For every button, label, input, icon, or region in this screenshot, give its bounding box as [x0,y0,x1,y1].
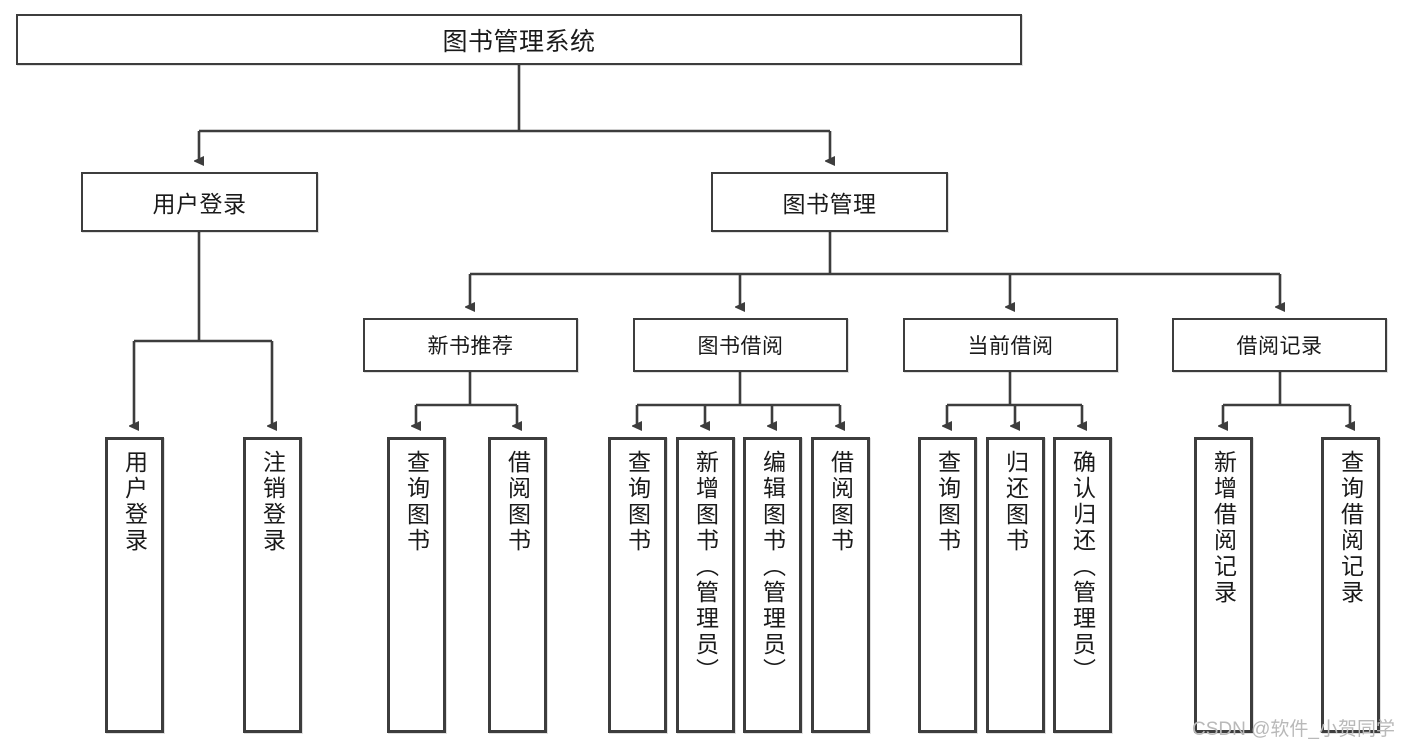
node-leaf-query-borrow-record-label: 查询借阅记录 [1337,450,1364,606]
node-current-borrow-label: 当前借阅 [967,335,1054,358]
node-leaf-edit-book-label: 编辑图书（管理员） [759,450,786,684]
node-book-management-label: 图书管理 [782,191,877,217]
node-leaf-confirm-return[interactable]: 确认归还（管理员） [1053,437,1112,733]
node-user-login[interactable]: 用户登录 [81,172,318,232]
node-new-book-recommend[interactable]: 新书推荐 [363,318,578,372]
node-leaf-query-borrow-record[interactable]: 查询借阅记录 [1321,437,1380,733]
node-current-borrow[interactable]: 当前借阅 [903,318,1118,372]
node-leaf-add-book-label: 新增图书（管理员） [692,450,719,684]
node-leaf-borrow-book-2[interactable]: 借阅图书 [811,437,870,733]
node-leaf-edit-book[interactable]: 编辑图书（管理员） [743,437,802,733]
node-leaf-borrow-book-2-label: 借阅图书 [827,450,854,554]
node-leaf-confirm-return-label: 确认归还（管理员） [1069,450,1096,684]
watermark-text: CSDN @软件_小贺同学 [1192,719,1395,740]
node-leaf-add-borrow-record[interactable]: 新增借阅记录 [1194,437,1253,733]
node-borrow-record-label: 借阅记录 [1236,335,1323,358]
node-leaf-borrow-book-1-label: 借阅图书 [504,450,531,554]
node-leaf-logout-login[interactable]: 注销登录 [243,437,302,733]
node-leaf-query-book-3-label: 查询图书 [934,450,961,554]
node-leaf-return-book[interactable]: 归还图书 [986,437,1045,733]
node-leaf-query-book-2[interactable]: 查询图书 [608,437,667,733]
node-leaf-query-book-1-label: 查询图书 [403,450,430,554]
node-new-book-recommend-label: 新书推荐 [427,335,514,358]
node-leaf-add-book[interactable]: 新增图书（管理员） [676,437,735,733]
node-borrow-record[interactable]: 借阅记录 [1172,318,1387,372]
node-leaf-user-login[interactable]: 用户登录 [105,437,164,733]
node-leaf-borrow-book-1[interactable]: 借阅图书 [488,437,547,733]
node-book-borrow-label: 图书借阅 [697,335,784,358]
node-book-management[interactable]: 图书管理 [711,172,948,232]
node-book-borrow[interactable]: 图书借阅 [633,318,848,372]
node-root-system[interactable]: 图书管理系统 [16,14,1022,65]
node-leaf-query-book-3[interactable]: 查询图书 [918,437,977,733]
node-leaf-return-book-label: 归还图书 [1002,450,1029,554]
node-user-login-label: 用户登录 [152,191,247,217]
node-leaf-query-book-1[interactable]: 查询图书 [387,437,446,733]
node-leaf-user-login-label: 用户登录 [121,450,148,554]
node-root-system-label: 图书管理系统 [442,27,596,56]
node-leaf-add-borrow-record-label: 新增借阅记录 [1210,450,1237,606]
node-leaf-logout-login-label: 注销登录 [259,450,286,554]
node-leaf-query-book-2-label: 查询图书 [624,450,651,554]
